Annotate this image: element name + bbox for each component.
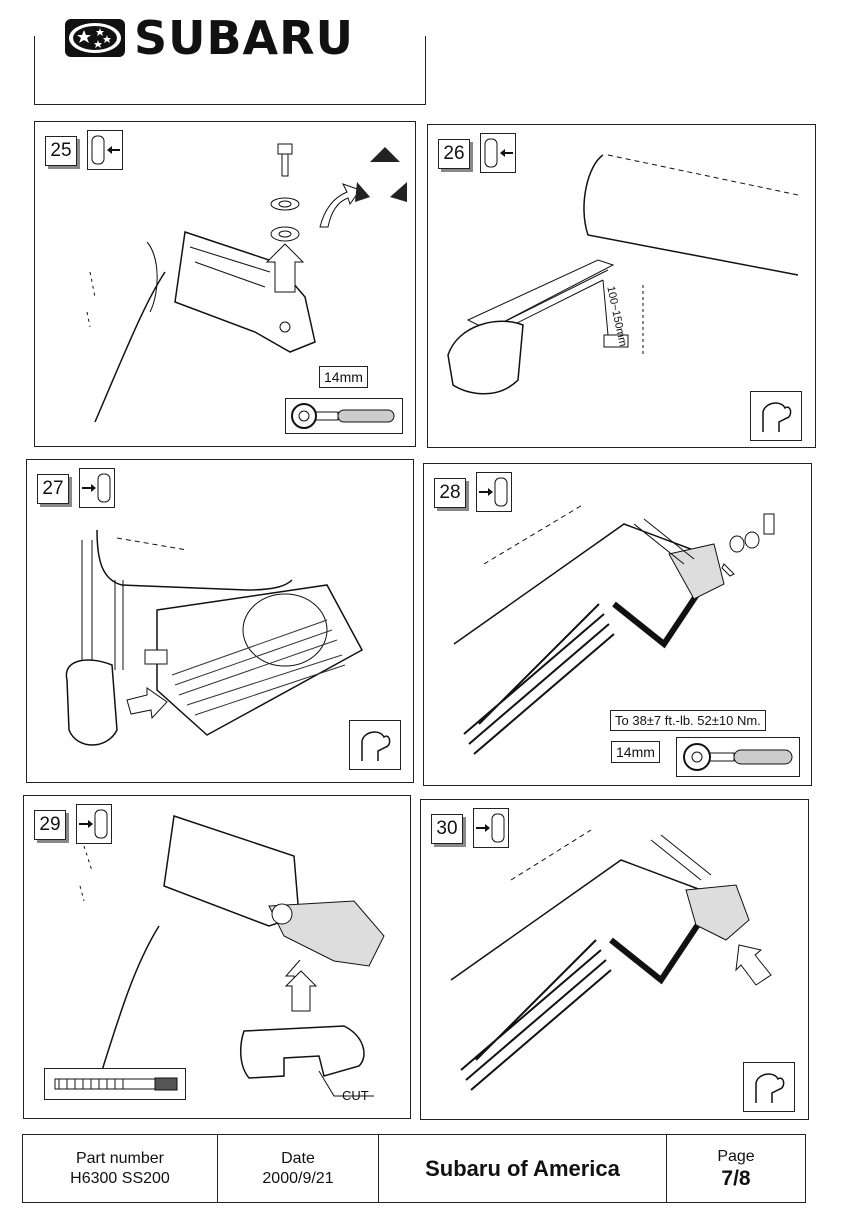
car-direction-icon — [476, 472, 512, 512]
step-panel-29: 29 CUT — [23, 795, 411, 1119]
torque-spec-label: To 38±7 ft.-lb. 52±10 Nm. — [610, 710, 766, 731]
page-label: Page — [717, 1147, 755, 1165]
step-panel-25: 25 14mm — [34, 121, 416, 447]
socket-wrench-icon — [285, 398, 403, 434]
date-cell: Date 2000/9/21 — [218, 1135, 379, 1202]
header-frame — [34, 36, 426, 105]
car-direction-icon — [76, 804, 112, 844]
car-direction-icon — [480, 133, 516, 173]
step-panel-28: 28 To 38±7 ft.-lb. 52±10 Nm. 14mm — [423, 463, 812, 786]
utility-knife-icon — [44, 1068, 186, 1100]
hand-icon — [743, 1062, 795, 1112]
step-number: 27 — [37, 474, 69, 504]
hand-icon — [750, 391, 802, 441]
part-number-cell: Part number H6300 SS200 — [23, 1135, 218, 1202]
socket-size-label: 14mm — [611, 741, 660, 763]
socket-size-label: 14mm — [319, 366, 368, 388]
car-direction-icon — [473, 808, 509, 848]
illustration-cover-install — [450, 829, 772, 1091]
step-panel-26: 26 100~150mm — [427, 124, 816, 448]
car-direction-icon — [79, 468, 115, 508]
step-number: 30 — [431, 814, 463, 844]
company-name: Subaru of America — [425, 1155, 620, 1181]
date-label: Date — [281, 1149, 315, 1167]
date-value: 2000/9/21 — [262, 1169, 334, 1187]
page-number: 7/8 — [721, 1166, 751, 1190]
step-number: 29 — [34, 810, 66, 840]
hand-icon — [349, 720, 401, 770]
brand-wordmark: SUBARU — [134, 11, 354, 65]
title-block: Part number H6300 SS200 Date 2000/9/21 S… — [22, 1134, 806, 1203]
step-number: 28 — [434, 478, 466, 508]
illustration-bracket-install — [453, 503, 775, 755]
step-panel-30: 30 — [420, 799, 809, 1120]
socket-wrench-icon — [676, 737, 800, 777]
subaru-stars-icon — [65, 19, 125, 57]
cut-label: CUT — [342, 1088, 369, 1103]
illustration-connector-plug — [65, 529, 364, 746]
part-number-label: Part number — [75, 1149, 165, 1167]
part-number-value: H6300 SS200 — [70, 1169, 170, 1187]
illustration-seat-bracket-removal — [86, 143, 407, 423]
car-direction-icon — [87, 130, 123, 170]
step-number: 26 — [438, 139, 470, 169]
step-number: 25 — [45, 136, 77, 166]
company-cell: Subaru of America — [379, 1135, 667, 1202]
step-panel-27: 27 — [26, 459, 414, 783]
subaru-logo: SUBARU — [58, 14, 360, 62]
illustration-seat-harness — [447, 154, 799, 395]
page-cell: Page 7/8 — [667, 1135, 805, 1202]
